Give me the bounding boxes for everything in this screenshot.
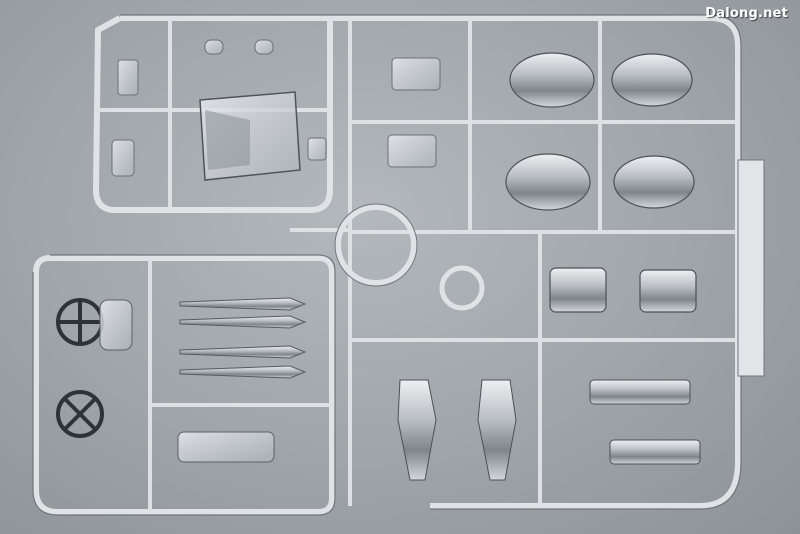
watermark-text: Dalong.net xyxy=(705,6,788,21)
sprue-ring xyxy=(334,203,485,311)
metallic-shell-parts xyxy=(505,52,697,313)
clear-box-part xyxy=(199,91,301,181)
small-clear-parts xyxy=(111,39,441,177)
runner-label-tab xyxy=(737,159,765,377)
missile-parts xyxy=(179,297,307,379)
dark-wheel-parts xyxy=(56,298,104,438)
clear-tube-part xyxy=(177,431,275,463)
frame-leg-parts xyxy=(397,379,701,481)
runner-frame xyxy=(33,15,741,515)
